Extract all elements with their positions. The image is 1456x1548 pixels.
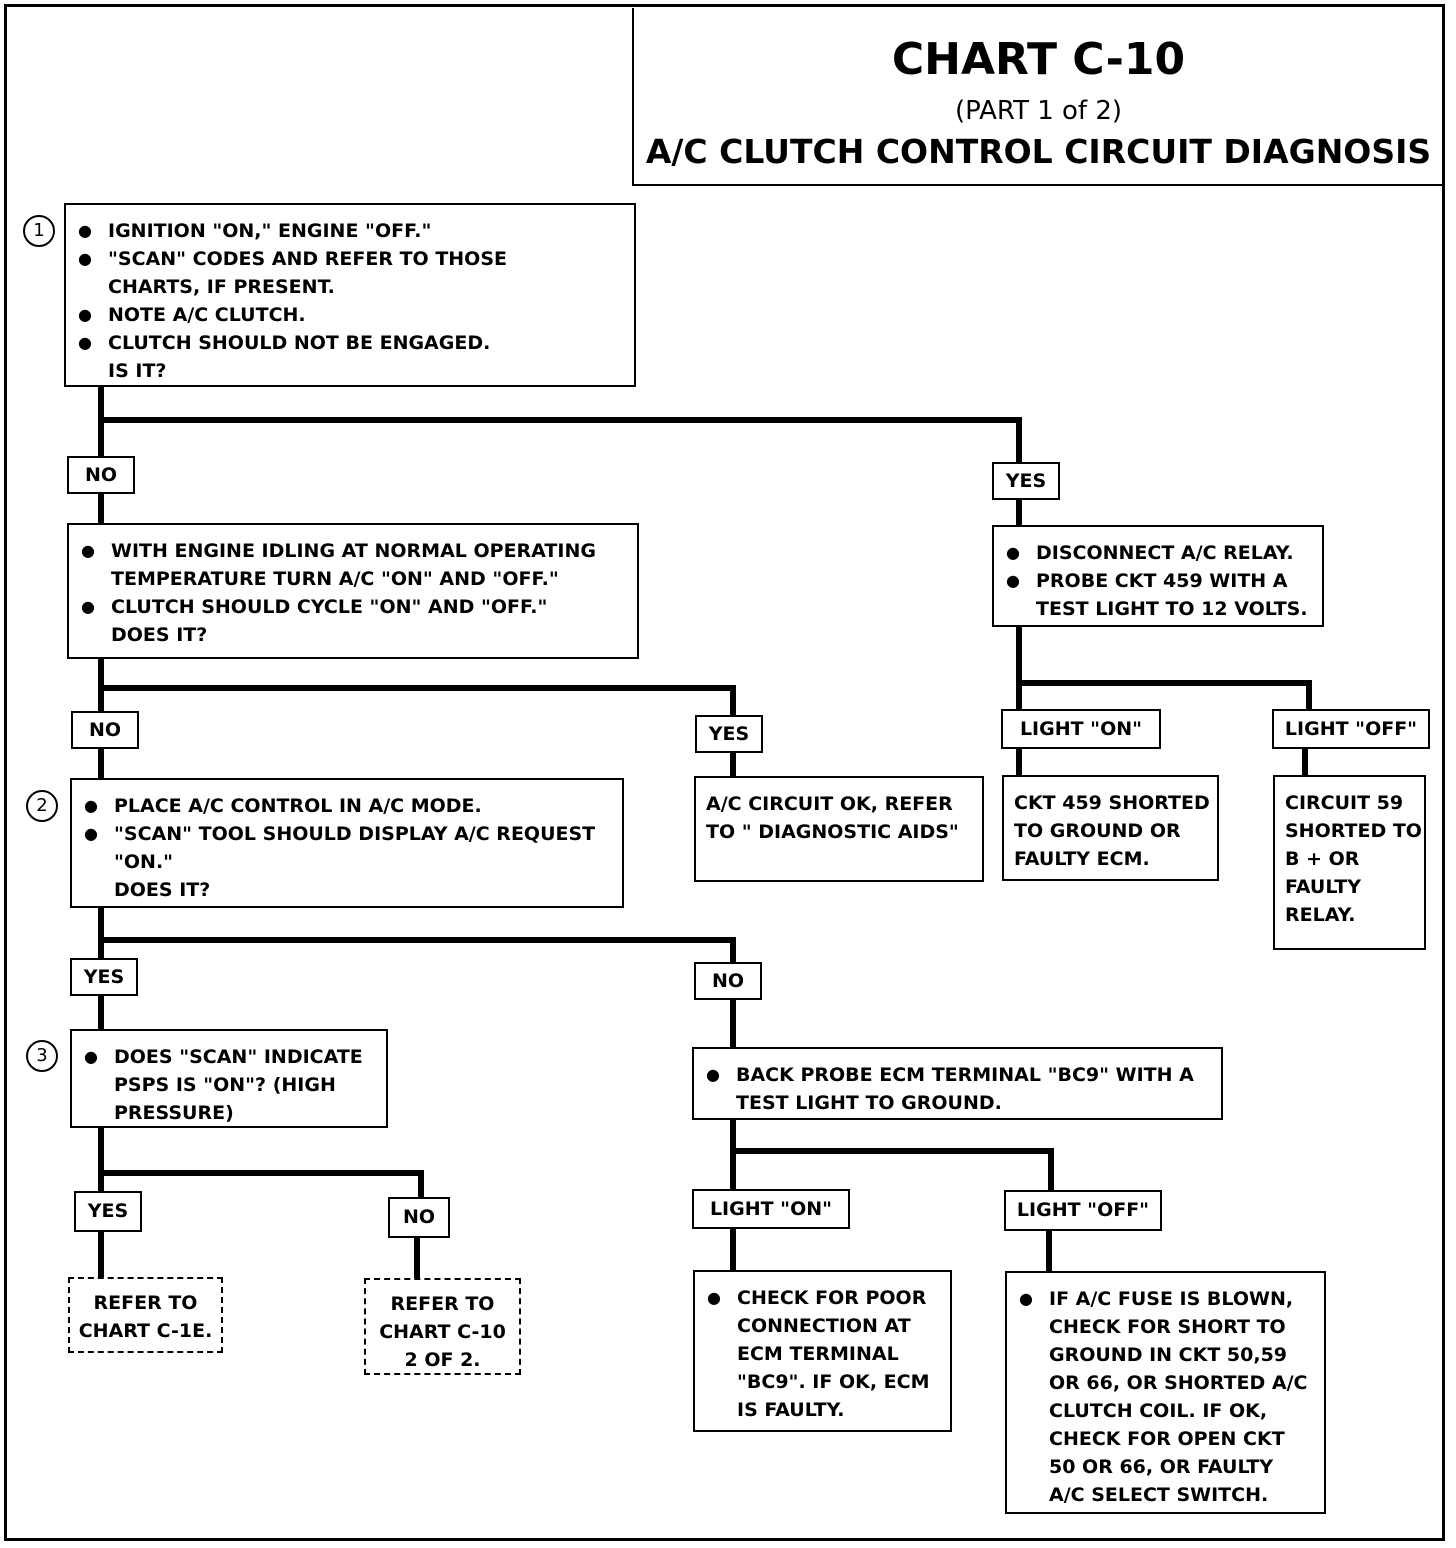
psps-box: ●DOES "SCAN" INDICATE PSPS IS "ON"? (HIG… xyxy=(70,1029,388,1128)
fuse-check-box: ●IF A/C FUSE IS BLOWN, CHECK FOR SHORT T… xyxy=(1005,1271,1326,1514)
connector xyxy=(98,417,1022,423)
poor-connection-item: ●CHECK FOR POOR CONNECTION AT ECM TERMIN… xyxy=(695,1284,950,1424)
label-no: NO xyxy=(694,962,762,1000)
connector xyxy=(1016,748,1022,776)
place-ac-item: ●PLACE A/C CONTROL IN A/C MODE. xyxy=(72,792,622,820)
bullet-icon: ● xyxy=(84,824,98,843)
relay-box: ●DISCONNECT A/C RELAY. ●PROBE CKT 459 WI… xyxy=(992,525,1324,627)
connector xyxy=(730,937,736,964)
connector xyxy=(98,492,104,524)
step-marker-2: 2 xyxy=(26,790,58,822)
connector xyxy=(98,748,104,779)
label-no: NO xyxy=(71,711,139,749)
bullet-icon: ● xyxy=(78,221,92,240)
step1-item: ●NOTE A/C CLUTCH. xyxy=(66,301,634,329)
place-ac-question: DOES IT? xyxy=(114,879,211,901)
connector xyxy=(414,1237,420,1280)
label-no: NO xyxy=(67,456,135,494)
connector xyxy=(1016,680,1312,686)
place-ac-box: ●PLACE A/C CONTROL IN A/C MODE. ●"SCAN" … xyxy=(70,778,624,908)
ac-circuit-ok-box: A/C CIRCUIT OK, REFER TO " DIAGNOSTIC AI… xyxy=(694,776,984,882)
connector xyxy=(98,995,104,1030)
label-yes: YES xyxy=(695,715,763,753)
connector xyxy=(730,1228,736,1271)
ac-circuit-ok-text: A/C CIRCUIT OK, REFER TO " DIAGNOSTIC AI… xyxy=(706,793,959,843)
fuse-check-item: ●IF A/C FUSE IS BLOWN, CHECK FOR SHORT T… xyxy=(1007,1285,1324,1509)
label-light-on: LIGHT "ON" xyxy=(692,1189,850,1229)
bullet-icon: ● xyxy=(84,796,98,815)
circuit59-box: CIRCUIT 59 SHORTED TO B + OR FAULTY RELA… xyxy=(1273,775,1426,950)
ckt459-box: CKT 459 SHORTED TO GROUND OR FAULTY ECM. xyxy=(1002,775,1219,881)
connector xyxy=(98,937,736,943)
relay-item: ●DISCONNECT A/C RELAY. xyxy=(994,539,1322,567)
label-yes: YES xyxy=(74,1191,142,1232)
bullet-icon: ● xyxy=(706,1065,720,1084)
engine-idle-item: ●WITH ENGINE IDLING AT NORMAL OPERATING … xyxy=(69,537,637,593)
connector xyxy=(98,1170,424,1176)
connector xyxy=(98,1231,104,1278)
step1-item: ●IGNITION "ON," ENGINE "OFF." xyxy=(66,217,634,245)
chart-frame xyxy=(4,4,1445,1541)
label-yes: YES xyxy=(992,462,1060,500)
connector xyxy=(730,752,736,777)
bullet-icon: ● xyxy=(707,1288,721,1307)
connector xyxy=(98,907,104,960)
connector xyxy=(1048,1148,1054,1190)
step-marker-3: 3 xyxy=(26,1040,58,1072)
engine-idle-item: ●CLUTCH SHOULD CYCLE "ON" AND "OFF." xyxy=(69,593,637,621)
connector xyxy=(1302,748,1308,776)
engine-idle-question: DOES IT? xyxy=(111,624,208,646)
connector xyxy=(418,1170,424,1199)
bullet-icon: ● xyxy=(78,249,92,268)
connector xyxy=(1016,417,1022,463)
bullet-icon: ● xyxy=(1019,1289,1033,1308)
connector xyxy=(730,685,736,716)
ckt459-text: CKT 459 SHORTED TO GROUND OR FAULTY ECM. xyxy=(1014,792,1210,870)
connector xyxy=(98,685,736,691)
label-light-on: LIGHT "ON" xyxy=(1001,709,1161,749)
connector xyxy=(1046,1230,1052,1272)
chart-part: (PART 1 of 2) xyxy=(954,96,1123,126)
place-ac-item: ●"SCAN" TOOL SHOULD DISPLAY A/C REQUEST … xyxy=(72,820,622,876)
connector xyxy=(1016,626,1022,710)
connector xyxy=(730,1148,1054,1154)
step1-question: IS IT? xyxy=(108,360,167,382)
back-probe-box: ●BACK PROBE ECM TERMINAL "BC9" WITH A TE… xyxy=(692,1047,1223,1120)
connector xyxy=(98,1127,104,1192)
bullet-icon: ● xyxy=(1006,543,1020,562)
bullet-icon: ● xyxy=(81,541,95,560)
relay-item: ●PROBE CKT 459 WITH A TEST LIGHT TO 12 V… xyxy=(994,567,1322,623)
chart-title: CHART C-10 xyxy=(891,34,1186,85)
title-block: CHART C-10 (PART 1 of 2) A/C CLUTCH CONT… xyxy=(632,8,1443,186)
back-probe-item: ●BACK PROBE ECM TERMINAL "BC9" WITH A TE… xyxy=(694,1061,1221,1117)
connector xyxy=(1016,498,1022,526)
label-yes: YES xyxy=(70,958,138,996)
bullet-icon: ● xyxy=(78,305,92,324)
bullet-icon: ● xyxy=(1006,571,1020,590)
label-light-off: LIGHT "OFF" xyxy=(1004,1190,1162,1231)
label-light-off: LIGHT "OFF" xyxy=(1272,709,1430,749)
circuit59-text: CIRCUIT 59 SHORTED TO B + OR FAULTY RELA… xyxy=(1285,792,1422,926)
connector xyxy=(730,1119,736,1190)
bullet-icon: ● xyxy=(84,1047,98,1066)
refer-chart-c1e-box: REFER TO CHART C-1E. xyxy=(68,1277,223,1353)
poor-connection-box: ●CHECK FOR POOR CONNECTION AT ECM TERMIN… xyxy=(693,1270,952,1432)
connector xyxy=(1306,680,1312,710)
step1-box: ●IGNITION "ON," ENGINE "OFF." ●"SCAN" CO… xyxy=(64,203,636,387)
connector xyxy=(730,999,736,1048)
chart-subtitle: A/C CLUTCH CONTROL CIRCUIT DIAGNOSIS xyxy=(645,132,1432,171)
refer-chart-c10-text: REFER TO CHART C-10 2 OF 2. xyxy=(379,1293,506,1371)
bullet-icon: ● xyxy=(78,333,92,352)
refer-chart-c10-box: REFER TO CHART C-10 2 OF 2. xyxy=(364,1278,521,1375)
psps-item: ●DOES "SCAN" INDICATE PSPS IS "ON"? (HIG… xyxy=(72,1043,386,1127)
step-marker-1: 1 xyxy=(23,215,55,247)
step1-item: ●CLUTCH SHOULD NOT BE ENGAGED. xyxy=(66,329,634,357)
refer-chart-c1e-text: REFER TO CHART C-1E. xyxy=(78,1292,213,1342)
bullet-icon: ● xyxy=(81,597,95,616)
engine-idle-box: ●WITH ENGINE IDLING AT NORMAL OPERATING … xyxy=(67,523,639,659)
label-no: NO xyxy=(388,1197,450,1238)
step1-item: ●"SCAN" CODES AND REFER TO THOSE CHARTS,… xyxy=(66,245,634,301)
